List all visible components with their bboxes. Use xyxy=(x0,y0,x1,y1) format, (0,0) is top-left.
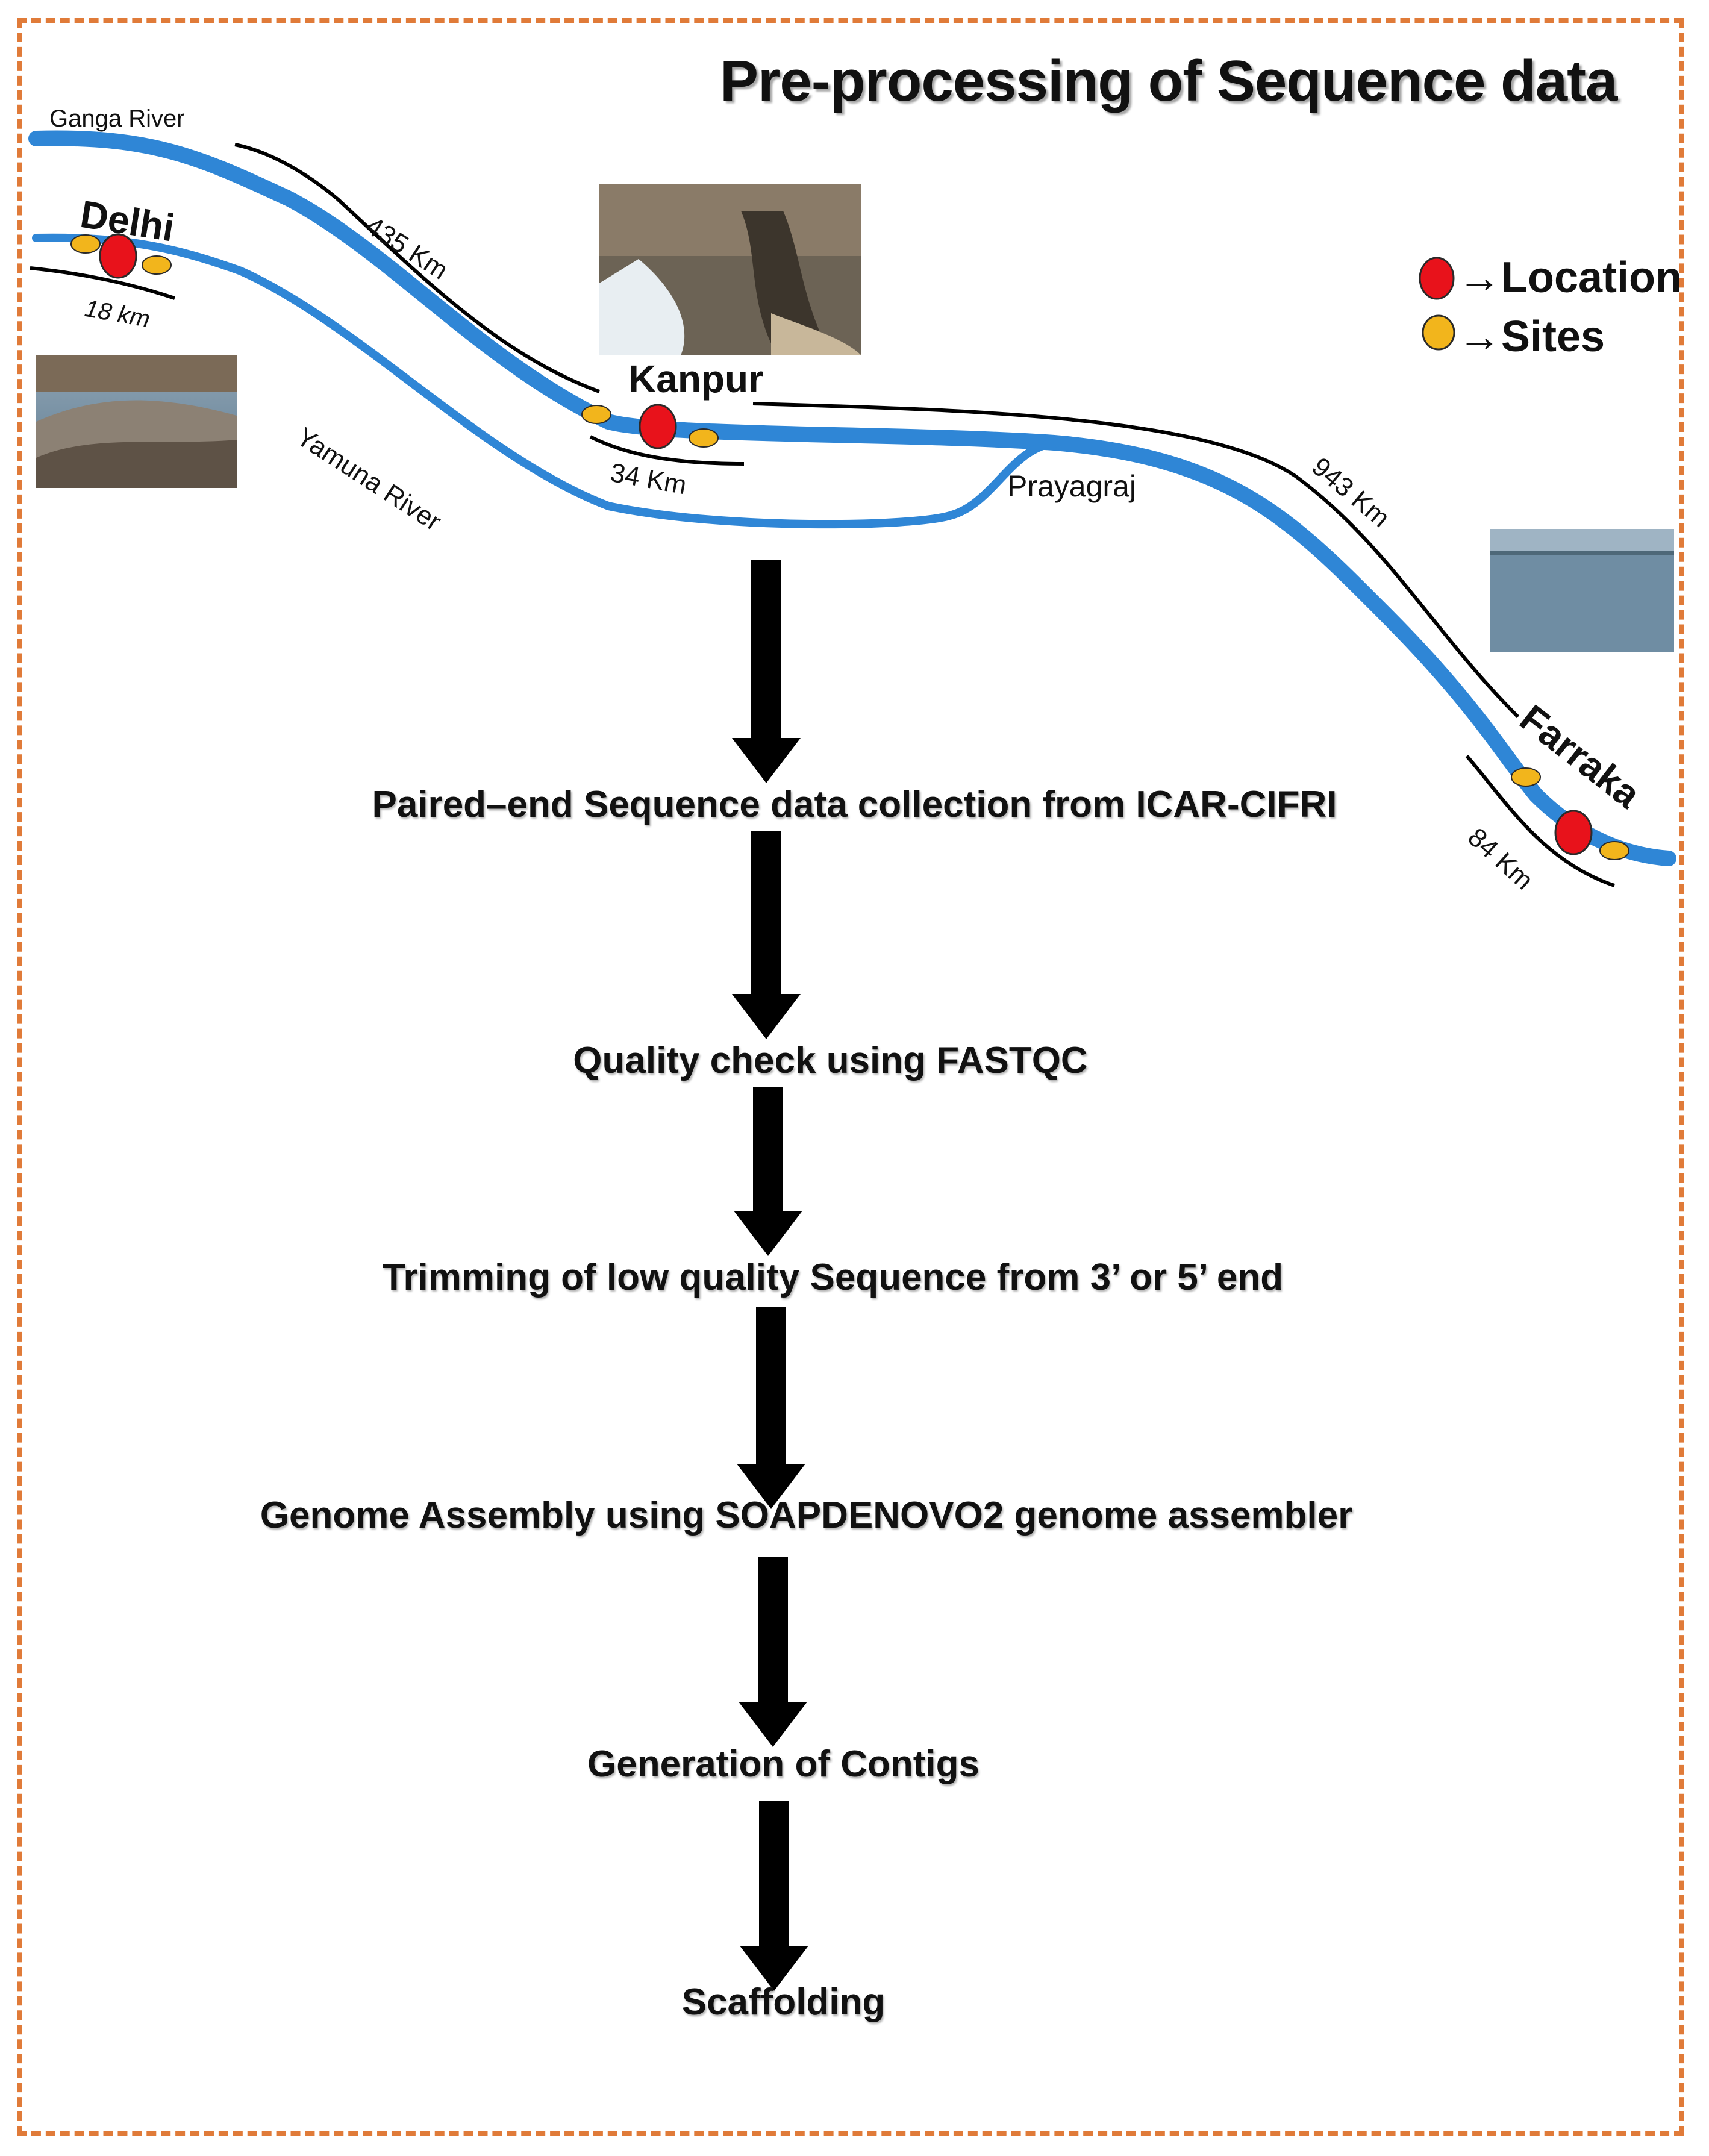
step-genome-assembly: Genome Assembly using SOAPDENOVO2 genome… xyxy=(260,1495,1353,1536)
flow-arrow-3 xyxy=(734,1087,802,1256)
photo-delhi-river xyxy=(36,355,237,488)
flow-arrow-1 xyxy=(732,560,801,783)
ganga-river-label: Ganga River xyxy=(49,105,185,132)
site-marker xyxy=(1511,767,1541,787)
step-contigs: Generation of Contigs xyxy=(587,1743,979,1785)
diagram-title: Pre-processing of Sequence data xyxy=(720,49,1617,113)
distance-line-84km xyxy=(1465,755,1615,887)
distance-line-435km xyxy=(234,143,601,393)
legend-location-text: →Location xyxy=(1458,254,1682,302)
yamuna-river-path xyxy=(32,233,1061,529)
photo-kanpur-drain xyxy=(599,184,861,355)
location-label-kanpur: Kanpur xyxy=(628,357,763,401)
flow-arrow-5 xyxy=(739,1557,807,1747)
site-marker xyxy=(581,405,611,424)
ganga-river-path xyxy=(28,130,1676,866)
location-label-prayagraj: Prayagraj xyxy=(1007,469,1136,503)
location-marker-kanpur xyxy=(639,404,677,449)
distance-line-34km xyxy=(589,435,745,466)
distance-line-943km xyxy=(752,402,1520,719)
flow-arrow-4 xyxy=(737,1307,805,1509)
legend-site-marker xyxy=(1422,314,1455,351)
location-marker-delhi xyxy=(99,233,137,279)
distance-line-18km xyxy=(30,266,175,300)
step-trimming: Trimming of low quality Sequence from 3’… xyxy=(382,1257,1284,1298)
flow-arrow-2 xyxy=(732,831,801,1039)
photo-farraka-water xyxy=(1490,529,1674,652)
flow-arrow-6 xyxy=(740,1801,808,1991)
site-marker xyxy=(1599,841,1629,860)
legend-location-marker xyxy=(1419,257,1455,300)
dashed-border-frame xyxy=(17,18,1684,2136)
step-scaffolding: Scaffolding xyxy=(681,1981,886,2023)
step-data-collection: Paired–end Sequence data collection from… xyxy=(372,784,1337,825)
location-marker-farraka xyxy=(1554,810,1593,855)
site-marker xyxy=(142,255,172,275)
site-marker xyxy=(70,234,101,254)
step-quality-check: Quality check using FASTQC xyxy=(573,1040,1088,1081)
legend-sites-text: →Sites xyxy=(1458,313,1605,361)
site-marker xyxy=(689,428,719,448)
